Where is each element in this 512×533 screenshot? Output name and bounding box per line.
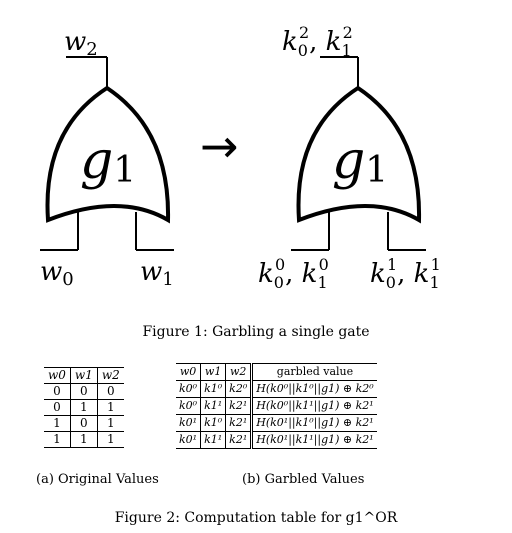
cell: H(k0⁰||k1¹||g1) ⊕ k2¹: [251, 397, 377, 415]
cell: k1¹: [200, 431, 227, 449]
cell: 1: [44, 431, 71, 448]
left-output-label: w2: [64, 27, 98, 60]
transform-arrow: →: [200, 119, 239, 173]
cell: H(k0¹||k1⁰||g1) ⊕ k2¹: [251, 414, 377, 432]
header-w2: w2: [225, 363, 254, 381]
figure-1-caption: Figure 1: Garbling a single gate: [142, 324, 370, 340]
header-w2: w2: [96, 367, 124, 384]
right-input-label-0: k00, k10: [258, 255, 329, 292]
header-garbled-value: garbled value: [251, 363, 377, 381]
cell: k0¹: [176, 414, 202, 432]
cell: 1: [96, 431, 124, 448]
table-row: 0 0 0: [44, 383, 124, 400]
cell: 1: [70, 431, 98, 448]
left-or-gate: [40, 56, 174, 251]
right-output-label: k02, k12: [282, 23, 353, 60]
table-a-caption: (a) Original Values: [36, 472, 159, 487]
header-w0: w0: [176, 363, 202, 381]
cell: k1⁰: [200, 414, 227, 432]
table-b-caption: (b) Garbled Values: [242, 472, 365, 487]
cell: 0: [70, 383, 98, 400]
cell: k0⁰: [176, 380, 202, 398]
figure-2-caption: Figure 2: Computation table for g1^OR: [114, 510, 398, 526]
right-or-gate: [291, 56, 426, 251]
cell: H(k0⁰||k1⁰||g1) ⊕ k2⁰: [251, 380, 377, 398]
left-gate-label: g1: [80, 131, 136, 191]
cell: 0: [70, 415, 98, 432]
cell: H(k0¹||k1¹||g1) ⊕ k2¹: [251, 431, 377, 449]
header-w1: w1: [200, 363, 227, 381]
cell: 1: [96, 415, 124, 432]
header-w0: w0: [44, 367, 71, 384]
left-input-label-1: w1: [140, 257, 174, 290]
cell: k0⁰: [176, 397, 202, 415]
cell: 1: [70, 399, 98, 416]
cell: 1: [44, 415, 71, 432]
right-gate-label: g1: [332, 131, 388, 191]
cell: k2¹: [225, 431, 254, 449]
cell: 0: [96, 383, 124, 400]
garbled-values-table: w0 w1 w2 garbled value k0⁰ k1⁰ k2⁰ H(k0⁰…: [176, 363, 377, 449]
left-input-label-0: w0: [40, 257, 74, 290]
cell: k0¹: [176, 431, 202, 449]
figure-1-diagram: g1 w2 w0 w1 → g1 k02, k12 k00, k10 k01, …: [40, 23, 441, 292]
cell: k2¹: [225, 397, 254, 415]
table-row: k0⁰ k1⁰ k2⁰ H(k0⁰||k1⁰||g1) ⊕ k2⁰: [176, 380, 377, 398]
cell: 0: [44, 383, 71, 400]
table-row: k0¹ k1¹ k2¹ H(k0¹||k1¹||g1) ⊕ k2¹: [176, 431, 377, 449]
table-row: k0¹ k1⁰ k2¹ H(k0¹||k1⁰||g1) ⊕ k2¹: [176, 414, 377, 432]
left-gate-body: [45, 85, 171, 224]
cell: 1: [96, 399, 124, 416]
table-row: k0⁰ k1¹ k2¹ H(k0⁰||k1¹||g1) ⊕ k2¹: [176, 397, 377, 415]
table-row: 1 0 1: [44, 415, 124, 432]
right-input-label-1: k01, k11: [370, 255, 441, 292]
original-values-table: w0 w1 w2 0 0 0 0 1 1 1 0 1 1 1 1: [44, 367, 124, 448]
right-gate-body: [296, 85, 422, 224]
cell: k2¹: [225, 414, 254, 432]
cell: 0: [44, 399, 71, 416]
cell: k1⁰: [200, 380, 227, 398]
table-row: 1 1 1: [44, 431, 124, 448]
cell: k2⁰: [225, 380, 254, 398]
cell: k1¹: [200, 397, 227, 415]
table-row: 0 1 1: [44, 399, 124, 416]
header-w1: w1: [70, 367, 98, 384]
